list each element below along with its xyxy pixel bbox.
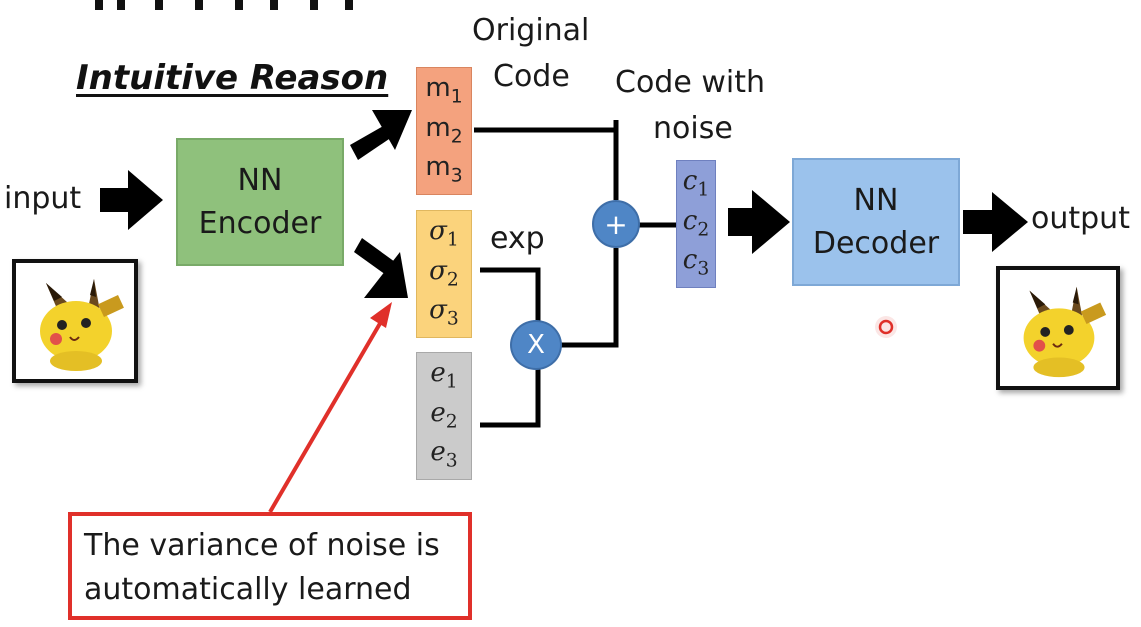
pointer-dot-icon (878, 319, 894, 335)
decoder-line1: NN (853, 182, 899, 218)
output-arrow-icon (963, 192, 1028, 252)
sigma-item-2: σ2 (429, 255, 459, 291)
e-vector: e1 e2 e3 (416, 352, 472, 480)
e-to-times-line (480, 366, 541, 428)
decoder-line2: Decoder (812, 226, 940, 261)
nn-encoder-block: NN Encoder (176, 138, 344, 266)
output-image (996, 266, 1120, 390)
original-code-label-line2: Code (493, 59, 570, 94)
cut-off-title (95, 0, 353, 10)
c-vector: c1 c2 c3 (676, 160, 716, 288)
e-item-1: e1 (430, 358, 458, 393)
input-label: input (4, 181, 82, 216)
note-line2: automatically learned (84, 571, 412, 607)
sigma-to-times-line (480, 267, 541, 325)
code-with-noise-label-line1: Code with (615, 65, 765, 100)
code-with-noise-label-line2: noise (653, 111, 733, 146)
annotation-arrow-line (268, 318, 384, 514)
times-operator: X (510, 320, 562, 370)
note-line1: The variance of noise is (84, 528, 440, 563)
annotation-arrow-head-icon (370, 302, 392, 328)
m-vector: m1 m2 m3 (416, 67, 472, 195)
e-item-3: e3 (430, 437, 458, 472)
exp-label: exp (490, 221, 545, 256)
m-item-3: m3 (425, 152, 463, 187)
c-item-2: c2 (682, 205, 710, 241)
c-item-3: c3 (682, 245, 710, 280)
m-item-2: m2 (425, 112, 463, 148)
times-to-plus-line (560, 248, 619, 348)
c-to-decoder-arrow-icon (728, 190, 790, 254)
c-item-1: c1 (682, 166, 710, 201)
pikachu-image-icon (40, 279, 124, 371)
e-item-2: e2 (430, 397, 458, 433)
output-label: output (1031, 201, 1130, 236)
pikachu-image-icon (1023, 286, 1107, 378)
sigma-vector: σ1 σ2 σ3 (416, 210, 472, 338)
encoder-line1: NN (237, 162, 283, 198)
variance-note-box: The variance of noise is automatically l… (68, 512, 472, 620)
sigma-item-3: σ3 (429, 295, 459, 330)
page-heading: Intuitive Reason (76, 58, 389, 98)
encoder-line2: Encoder (198, 206, 322, 241)
m-to-plus-line (474, 127, 619, 200)
encoder-to-sigma-arrow-icon (354, 238, 408, 298)
input-image (12, 259, 138, 383)
plus-operator: + (592, 200, 640, 248)
nn-decoder-block: NN Decoder (792, 158, 960, 286)
sigma-item-1: σ1 (429, 216, 459, 251)
input-arrow-icon (100, 170, 163, 230)
m-item-1: m1 (425, 73, 463, 108)
encoder-to-m-arrow-icon (350, 110, 412, 160)
original-code-label-line1: Original (472, 13, 590, 48)
